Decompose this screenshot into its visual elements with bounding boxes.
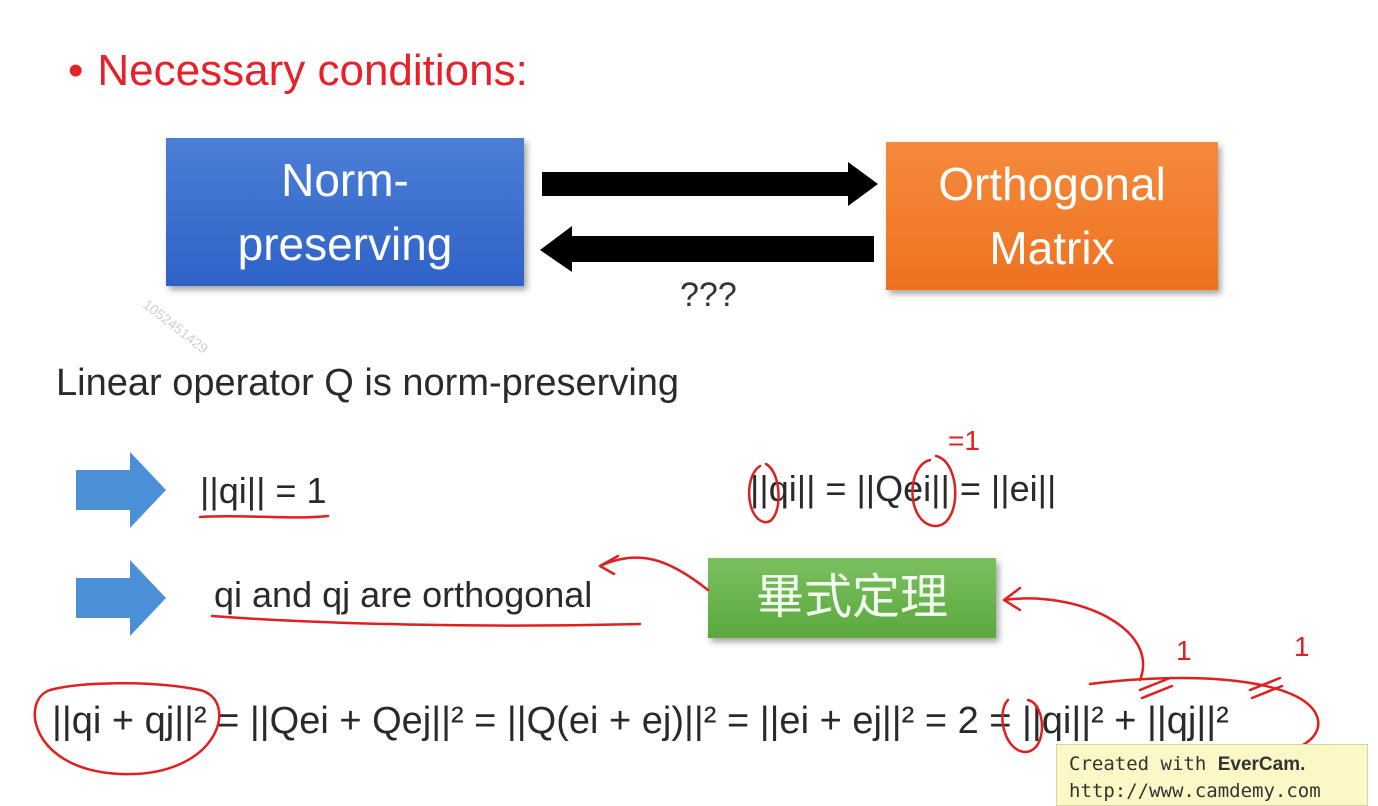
tick-1 [1138, 676, 1174, 700]
blue-arrow-icon-1 [76, 452, 166, 528]
orthogonal-box-line2: Matrix [989, 222, 1115, 274]
annotation-eq-one: =1 [948, 425, 980, 456]
underline-eq3 [210, 614, 642, 627]
credit-brand: EverCam. [1217, 754, 1306, 775]
bullet-dot: • [68, 46, 84, 95]
credit-url: http://www.camdemy.com [1069, 780, 1321, 802]
underline-eq1 [198, 514, 330, 519]
tick-2 [1248, 676, 1284, 700]
orthogonal-box-line1: Orthogonal [938, 158, 1166, 210]
norm-box-line2: preserving [237, 218, 453, 270]
pythagorean-theorem-box: 畢式定理 [708, 558, 996, 638]
left-arrow [540, 226, 874, 272]
blue-arrow-icon-2 [76, 560, 166, 636]
statement-text: Linear operator Q is norm-preserving [56, 362, 680, 404]
arrow-to-theorem [1002, 586, 1145, 682]
annotation-one-a: 1 [1176, 635, 1192, 666]
norm-derivation: ||qi|| = ||Qei|| = ||ei|| [750, 468, 1057, 509]
credit-prefix: Created with [1069, 753, 1218, 775]
right-arrow [542, 162, 878, 206]
annotation-one-b: 1 [1294, 631, 1310, 662]
section-title: • Necessary conditions: [68, 46, 528, 96]
section-title-text: Necessary conditions: [97, 46, 528, 95]
arrow-question-label: ??? [680, 276, 737, 314]
proof-equation: ||qi + qj||² = ||Qei + Qej||² = ||Q(ei +… [52, 700, 1229, 742]
arrow-to-statement [598, 554, 710, 592]
norm-preserving-box: Norm- preserving [166, 138, 524, 286]
pythagorean-theorem-label: 畢式定理 [755, 571, 948, 624]
unit-norm-result: ||qi|| = 1 [200, 470, 327, 511]
evercam-credit: Created with EverCam. http://www.camdemy… [1056, 744, 1368, 806]
norm-box-line1: Norm- [281, 154, 409, 206]
watermark-text: 1052451429 [140, 296, 212, 357]
orthogonal-result: qi and qj are orthogonal [214, 574, 593, 615]
orthogonal-matrix-box: Orthogonal Matrix [886, 142, 1218, 290]
